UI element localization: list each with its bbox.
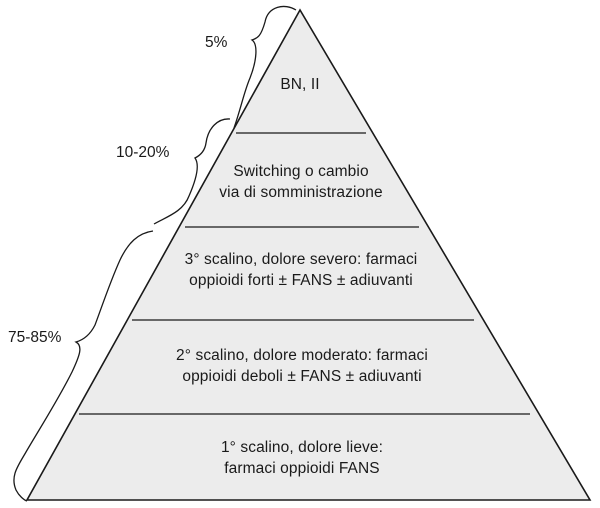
bracket-label-75-85: 75-85% bbox=[8, 329, 62, 346]
brace-bottom bbox=[13, 230, 154, 502]
level-step1-label: 1° scalino, dolore lieve: farmaci oppioi… bbox=[220, 439, 384, 477]
bracket-label-10-20: 10-20% bbox=[116, 144, 170, 161]
pyramid-shape bbox=[25, 8, 592, 501]
bracket-label-5: 5% bbox=[205, 34, 228, 51]
brace-top bbox=[233, 5, 297, 129]
level-switching-label: Switching o cambio via di somministrazio… bbox=[219, 163, 383, 201]
level-step2-label: 2° scalino, dolore moderato: farmaci opp… bbox=[176, 347, 428, 385]
level-top-label: BN, II bbox=[280, 76, 320, 93]
brace-middle bbox=[153, 118, 231, 225]
level-step3-label: 3° scalino, dolore severo: farmaci oppio… bbox=[184, 251, 418, 289]
